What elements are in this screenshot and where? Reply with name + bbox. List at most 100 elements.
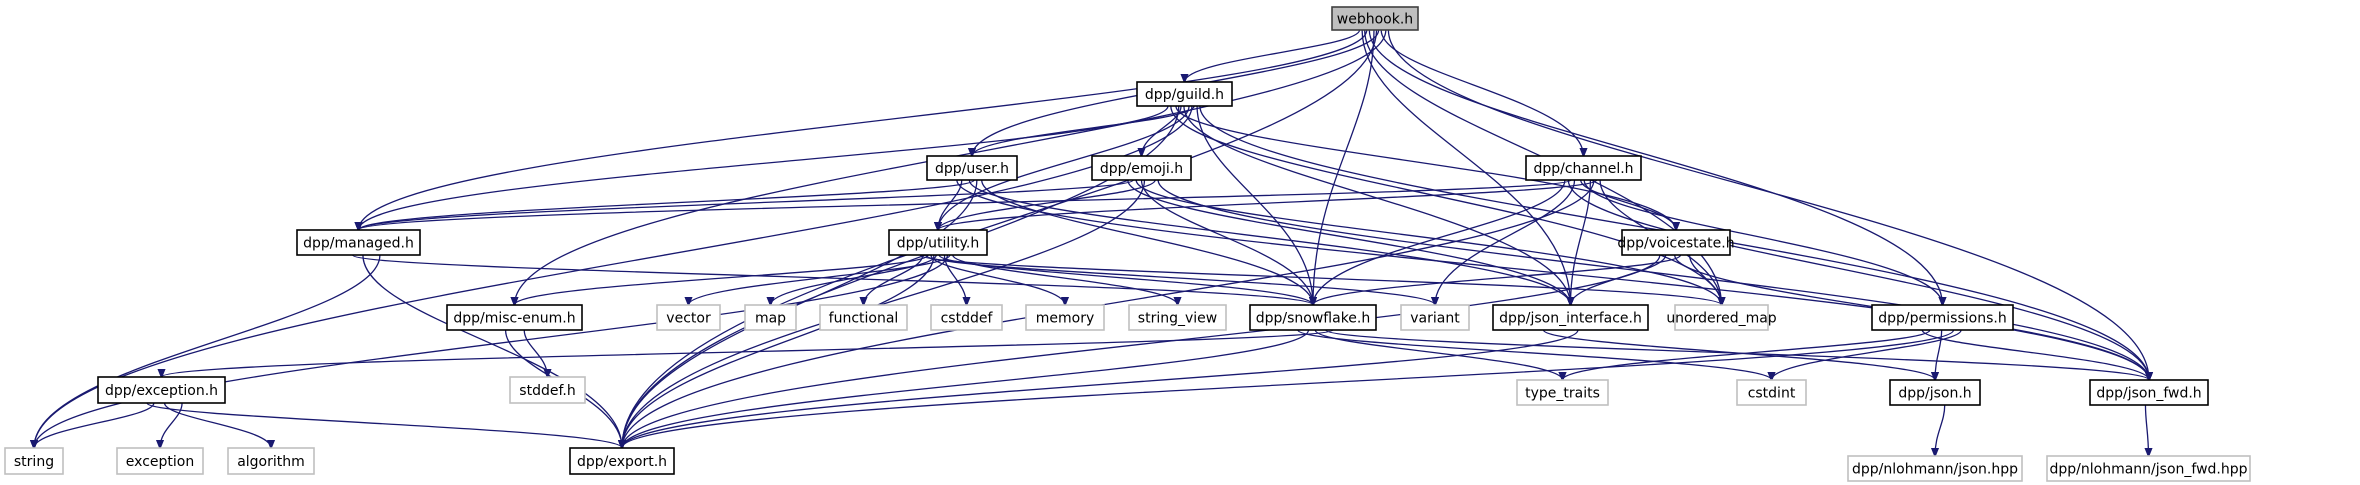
node-label: dpp/nlohmann/json.hpp (1852, 462, 2018, 478)
edge-json_fwd-to-nlohmann_json_fwd (2145, 404, 2148, 456)
edge-utility-to-map (771, 254, 937, 305)
edge-guild-to-voicestate (1175, 105, 1676, 230)
node-box (1091, 155, 1192, 181)
edge-webhook-to-json_interface (1361, 29, 1570, 305)
edge-permissions-to-json (1935, 329, 1943, 380)
node-box (1871, 304, 2014, 331)
edge-permissions-to-json_fwd (1921, 329, 2149, 380)
edge-exception_h-to-exception (160, 402, 183, 448)
node-json[interactable]: dpp/json.h (1889, 379, 1981, 406)
node-guild[interactable]: dpp/guild.h (1136, 81, 1233, 107)
node-label: type_traits (1525, 386, 1600, 402)
node-string: string (4, 447, 64, 475)
node-box (819, 304, 908, 331)
node-label: dpp/export.h (577, 454, 667, 470)
edge-user-to-utility (938, 179, 963, 230)
node-permissions[interactable]: dpp/permissions.h (1871, 304, 2014, 331)
node-box (1889, 379, 1981, 406)
node-json-interface[interactable]: dpp/json_interface.h (1492, 304, 1649, 331)
node-map: map (744, 304, 797, 331)
node-emoji[interactable]: dpp/emoji.h (1091, 155, 1192, 181)
edge-webhook-to-guild (1185, 29, 1361, 82)
edge-user-to-export (622, 179, 978, 448)
node-box (116, 447, 204, 475)
node-box (1847, 455, 2023, 482)
edge-utility-to-cstddef (943, 254, 966, 305)
node-label: memory (1036, 311, 1095, 327)
node-json-fwd[interactable]: dpp/json_fwd.h (2089, 379, 2209, 406)
node-label: string (14, 454, 54, 470)
edge-channel-to-snowflake (1313, 179, 1566, 305)
node-managed[interactable]: dpp/managed.h (296, 229, 421, 256)
node-utility[interactable]: dpp/utility.h (888, 229, 988, 256)
node-label: dpp/utility.h (897, 236, 980, 252)
edge-managed-to-string (34, 254, 381, 448)
node-label: dpp/voicestate.h (1617, 236, 1734, 252)
edge-voicestate-to-export (622, 254, 1661, 448)
node-label: stddef.h (519, 383, 575, 399)
edge-snowflake-to-cstdint (1297, 329, 1772, 380)
node-box (2046, 455, 2251, 482)
node-snowflake[interactable]: dpp/snowflake.h (1249, 304, 1377, 331)
edge-exception_h-to-export (146, 402, 622, 448)
node-memory: memory (1025, 304, 1105, 331)
node-box (1516, 379, 1609, 406)
node-label: vector (666, 311, 711, 327)
node-box (744, 304, 797, 331)
node-nlohmann-json: dpp/nlohmann/json.hpp (1847, 455, 2023, 482)
edge-exception_h-to-algorithm (163, 402, 271, 448)
edge-channel-to-voicestate (1580, 179, 1676, 230)
edge-json_interface-to-export (622, 329, 1579, 448)
node-label: dpp/permissions.h (1878, 311, 2006, 327)
node-exception: exception (116, 447, 204, 475)
node-box (1249, 304, 1377, 331)
edge-snowflake-to-exception_h (162, 329, 1334, 377)
edge-webhook-to-managed (359, 29, 1368, 230)
node-box (227, 447, 315, 475)
node-label: exception (126, 454, 194, 470)
node-label: algorithm (237, 454, 305, 470)
edge-channel-to-managed (359, 179, 1572, 230)
edge-utility-to-string (34, 254, 949, 448)
edge-channel-to-variant (1435, 179, 1576, 305)
edge-permissions-to-export (622, 329, 1955, 448)
edge-guild-to-unordered_map (1170, 105, 1722, 305)
edge-webhook-to-permissions (1368, 29, 1942, 305)
node-label: dpp/json_fwd.h (2096, 386, 2201, 402)
edge-json-to-nlohmann_json (1935, 404, 1946, 456)
node-user[interactable]: dpp/user.h (926, 155, 1018, 181)
edge-utility-to-miscenum (515, 254, 929, 305)
node-variant: variant (1400, 304, 1470, 331)
edge-voicestate-to-snowflake (1313, 254, 1682, 305)
node-webhook[interactable]: webhook.h (1331, 6, 1419, 31)
node-export[interactable]: dpp/export.h (569, 447, 675, 475)
edge-snowflake-to-type_traits (1314, 329, 1562, 380)
node-label: cstddef (941, 311, 994, 327)
edge-voicestate-to-json_interface (1571, 254, 1667, 305)
edge-exception_h-to-string (34, 402, 155, 448)
node-label: dpp/emoji.h (1100, 161, 1183, 177)
node-label: dpp/guild.h (1145, 87, 1224, 103)
node-label: dpp/json_interface.h (1499, 311, 1642, 327)
node-box (926, 155, 1018, 181)
node-voicestate[interactable]: dpp/voicestate.h (1617, 229, 1735, 256)
edge-guild-to-user (972, 105, 1195, 156)
node-channel[interactable]: dpp/channel.h (1525, 155, 1642, 181)
node-box (97, 376, 226, 404)
node-stddef: stddef.h (509, 376, 586, 404)
edge-managed-to-snowflake (351, 254, 1313, 305)
node-box (296, 229, 421, 256)
edge-channel-to-export (622, 179, 1595, 448)
node-exception-h[interactable]: dpp/exception.h (97, 376, 226, 404)
nodes-layer: webhook.h dpp/guild.h dpp/user.h dpp/emoji.… (4, 6, 2251, 482)
node-box (1492, 304, 1649, 331)
node-algorithm: algorithm (227, 447, 315, 475)
node-miscenum[interactable]: dpp/misc-enum.h (446, 304, 583, 331)
node-box (930, 304, 1003, 331)
edge-snowflake-to-export (622, 329, 1310, 448)
node-label: dpp/snowflake.h (1256, 311, 1371, 327)
node-box (509, 376, 586, 404)
node-label: webhook.h (1337, 12, 1413, 28)
node-cstddef: cstddef (930, 304, 1003, 331)
